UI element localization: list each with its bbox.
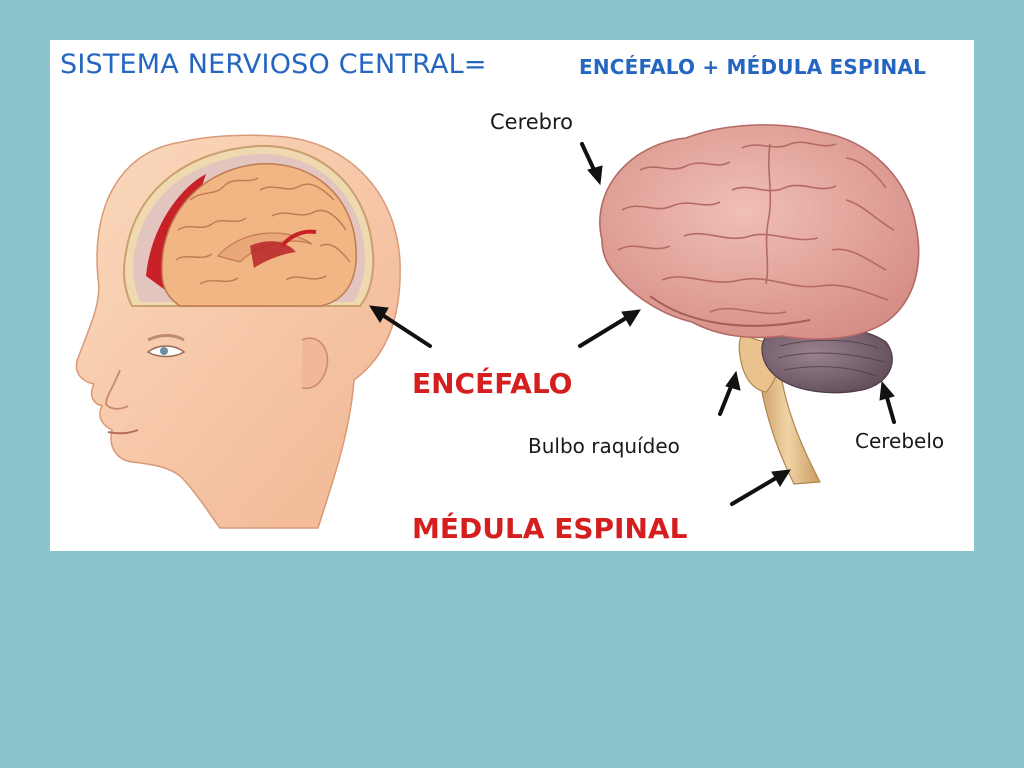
label-bulbo: Bulbo raquídeo xyxy=(528,434,680,458)
arrows xyxy=(369,142,896,506)
eyebrow xyxy=(147,334,185,342)
arrow-bulbo xyxy=(718,370,741,416)
ventricle xyxy=(250,241,296,268)
nose xyxy=(105,369,129,410)
label-medula: MÉDULA ESPINAL xyxy=(412,512,688,545)
illustration xyxy=(75,124,920,529)
iris xyxy=(160,347,168,355)
mouth xyxy=(107,429,139,435)
arrow-medula xyxy=(730,469,791,506)
label-cerebelo: Cerebelo xyxy=(855,429,945,453)
label-cerebro: Cerebro xyxy=(490,110,574,134)
arrow-encefalo-left xyxy=(369,305,432,348)
brain-illustration xyxy=(599,124,920,485)
arrow-cerebro xyxy=(580,142,603,186)
inner-vessel xyxy=(280,229,317,248)
cerebrum-folds xyxy=(617,141,895,315)
arrow-encefalo-right xyxy=(578,309,641,348)
temporal-lobe-edge xyxy=(649,295,811,327)
title-main: SISTEMA NERVIOSO CENTRAL= xyxy=(60,49,487,80)
ear xyxy=(301,337,329,390)
label-encefalo: ENCÉFALO xyxy=(412,367,573,400)
cerebrum xyxy=(599,124,920,340)
diagram-card: SISTEMA NERVIOSO CENTRAL= ENCÉFALO + MÉD… xyxy=(50,40,974,551)
title-sub: ENCÉFALO + MÉDULA ESPINAL xyxy=(579,55,927,79)
head-brain-folds xyxy=(175,177,351,285)
cerebellum-folds xyxy=(777,339,885,377)
head-illustration xyxy=(75,134,401,529)
arrow-cerebelo xyxy=(879,380,896,424)
